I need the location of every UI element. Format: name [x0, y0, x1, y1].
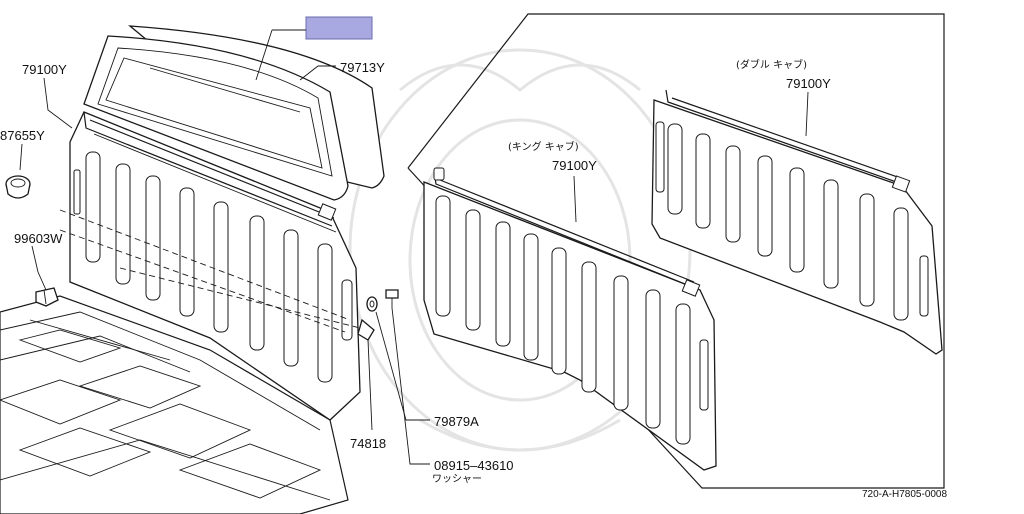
label-king-cab-caption: (キング キャブ)	[508, 140, 579, 153]
clip-part	[35, 287, 59, 307]
washer-part	[366, 296, 378, 312]
label-79100y-king: 79100Y	[552, 158, 597, 173]
king-cab-panel	[423, 167, 717, 471]
grommet-part	[5, 175, 31, 199]
label-99603w: 99603W	[14, 231, 63, 246]
panel-hook	[317, 203, 337, 221]
label-79879a: 79879A	[434, 414, 479, 429]
inset-frame	[407, 13, 945, 489]
cab-floor	[0, 295, 349, 514]
diagram-code: 720-A-H7805-0008	[862, 489, 947, 500]
label-08915-43610: 08915–43610	[434, 458, 514, 473]
label-79100y-main: 79100Y	[22, 62, 67, 77]
leader-lines	[19, 29, 809, 465]
double-cab-panel	[651, 89, 943, 355]
label-79100y-double: 79100Y	[786, 76, 831, 91]
label-79713y: 79713Y	[340, 60, 385, 75]
rear-window-assembly	[83, 25, 385, 201]
highlight-box[interactable]	[305, 16, 373, 40]
label-double-cab-caption: (ダブル キャブ)	[736, 58, 807, 71]
label-87655y: 87655Y	[0, 128, 45, 143]
bolt-part	[385, 289, 399, 308]
label-washer-name: ワッシャー	[432, 474, 482, 485]
label-74818: 74818	[350, 436, 386, 451]
main-back-panel	[59, 111, 361, 421]
